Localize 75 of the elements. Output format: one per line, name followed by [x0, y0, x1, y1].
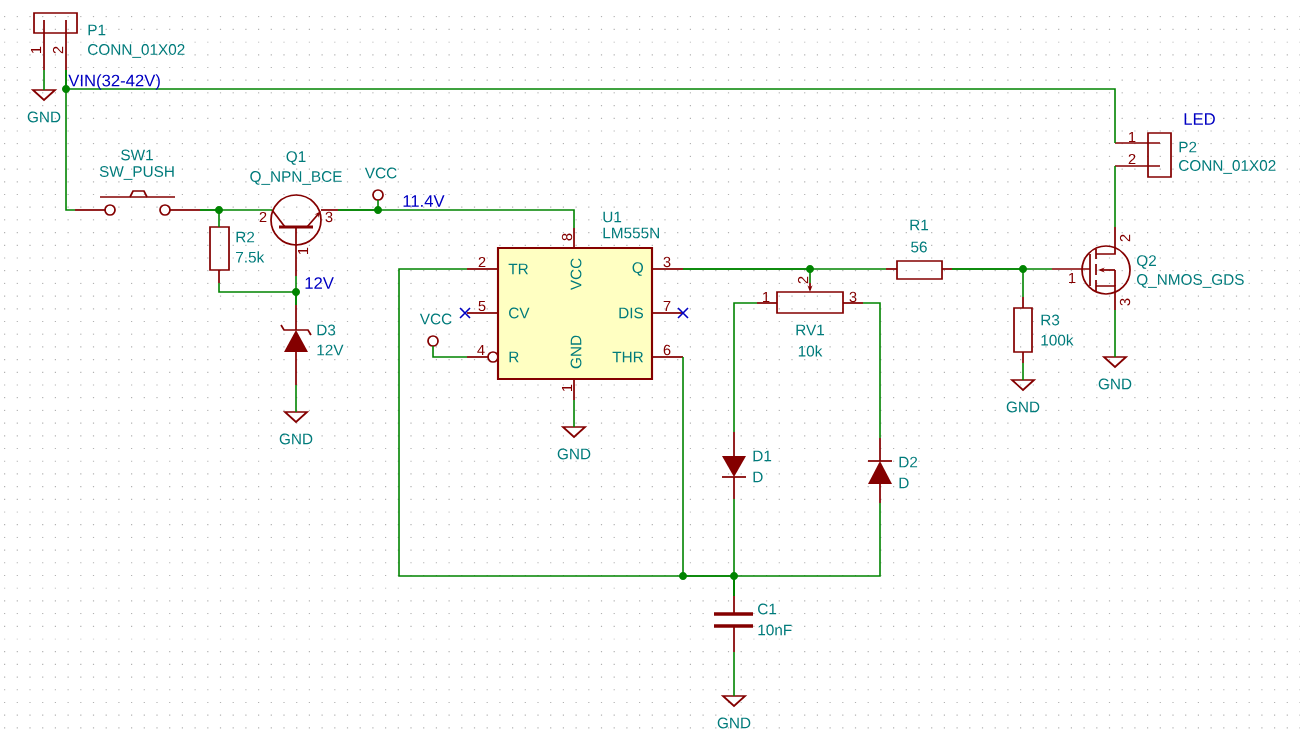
value-label: 56 — [911, 241, 927, 253]
pin-number: 1 — [763, 291, 770, 303]
value-label: LM555N — [603, 227, 659, 239]
pin-number: 2 — [52, 46, 64, 54]
wire — [432, 345, 468, 358]
reference-label: P2 — [1179, 141, 1197, 153]
reference-label: D3 — [317, 324, 336, 336]
wire — [1022, 362, 1024, 381]
pin-number: 2 — [478, 256, 486, 268]
value-label: 12V — [317, 344, 344, 356]
wire — [65, 69, 1116, 144]
value-label: 10k — [798, 345, 823, 357]
pin-number: 1 — [297, 247, 309, 254]
wire — [199, 209, 220, 228]
power-label: VCC — [419, 313, 452, 325]
net-label: 11.4V — [403, 195, 445, 207]
reference-label: U1 — [603, 211, 622, 223]
pin-number: 1 — [561, 384, 573, 391]
wire — [862, 302, 881, 439]
wire — [951, 268, 1053, 270]
value-label: SW_PUSH — [99, 166, 174, 180]
pin-number: 3 — [1119, 298, 1131, 306]
pin-number: 3 — [325, 211, 333, 223]
wire — [1114, 309, 1116, 358]
power-label: GND — [717, 717, 751, 729]
wire — [733, 651, 735, 697]
net-label: 12V — [305, 277, 334, 289]
wire — [733, 502, 881, 597]
reference-label: Q1 — [286, 151, 306, 165]
pin-number: 2 — [797, 276, 809, 284]
wire — [337, 209, 575, 229]
reference-label: RV1 — [796, 324, 825, 336]
value-label: CONN_01X02 — [88, 44, 185, 58]
value-label: D — [899, 477, 909, 489]
value-label: 10nF — [758, 624, 792, 636]
pin-number: 1 — [30, 46, 42, 53]
power-label: GND — [1098, 378, 1132, 390]
value-label: 100k — [1041, 334, 1074, 346]
wire — [43, 69, 45, 91]
wire — [733, 302, 758, 433]
reference-label: P1 — [88, 24, 106, 36]
pin-number: 6 — [663, 344, 671, 356]
pin-number: 4 — [477, 344, 485, 356]
net-label: VIN(32-42V) — [68, 74, 160, 90]
reference-label: Q2 — [1137, 255, 1156, 269]
wire — [1114, 165, 1116, 228]
pin-number: 2 — [1128, 153, 1136, 165]
pin-number: 3 — [849, 291, 857, 303]
value-label: CONN_01X02 — [1179, 160, 1276, 174]
value-label: 7.5k — [236, 251, 265, 263]
value-label: D — [753, 471, 763, 483]
wire — [682, 268, 887, 270]
pin-number: 2 — [259, 211, 267, 223]
power-label: GND — [1006, 401, 1040, 413]
reference-label: R2 — [236, 231, 255, 243]
wire — [218, 282, 297, 306]
pin-number: 1 — [1129, 131, 1136, 143]
reference-label: R3 — [1041, 314, 1060, 326]
power-label: VCC — [364, 167, 397, 179]
power-label: GND — [27, 111, 61, 123]
power-label: GND — [557, 448, 591, 460]
power-label: GND — [279, 433, 313, 445]
wire — [573, 399, 575, 428]
reference-label: C1 — [758, 603, 777, 615]
reference-label: SW1 — [121, 149, 153, 161]
pin-number: 3 — [663, 256, 671, 268]
wire — [295, 384, 297, 413]
reference-label: D2 — [899, 456, 918, 468]
pin-number: 2 — [1119, 234, 1131, 242]
reference-label: D1 — [753, 450, 772, 462]
value-label: Q_NPN_BCE — [250, 171, 342, 185]
pin-number: 8 — [561, 233, 573, 241]
reference-label: R1 — [910, 219, 929, 231]
value-label: Q_NMOS_GDS — [1137, 274, 1244, 288]
pin-number: 1 — [1069, 272, 1076, 284]
